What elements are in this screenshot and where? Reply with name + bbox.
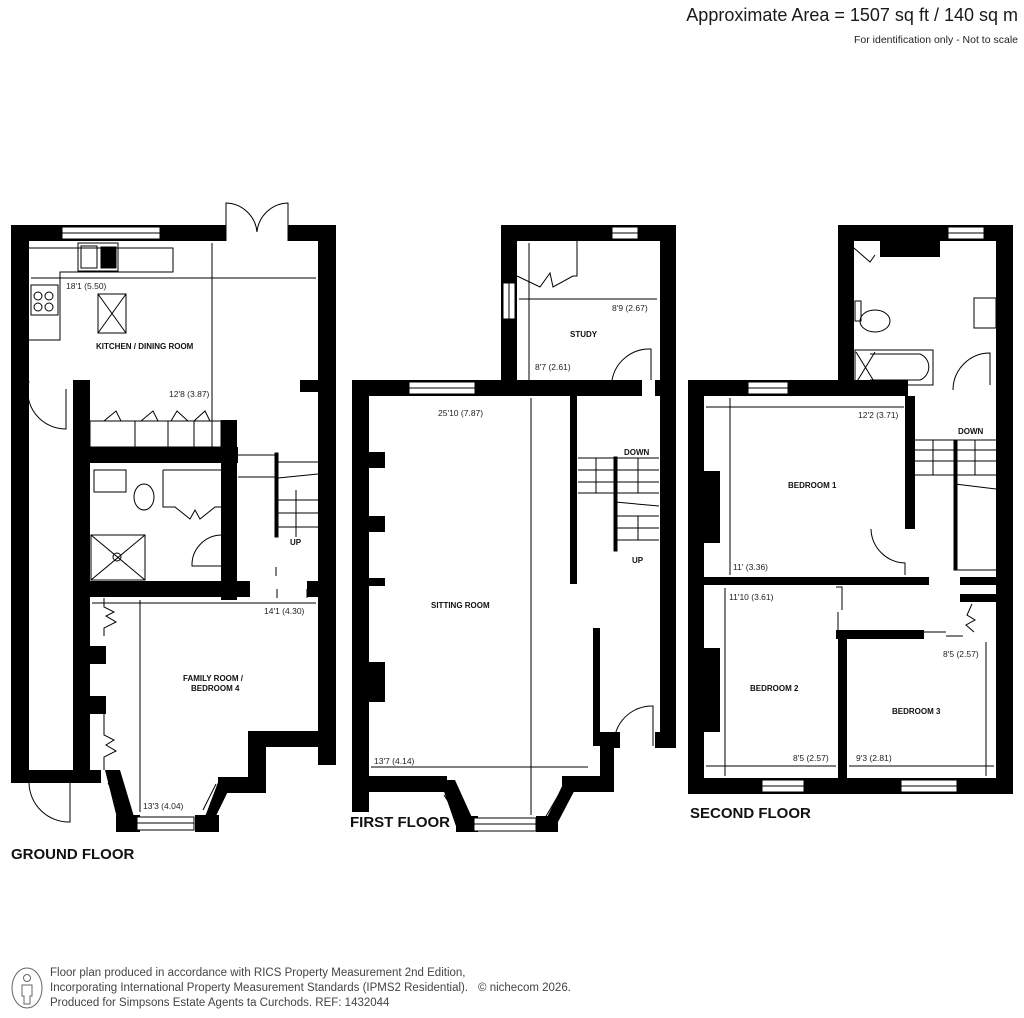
person-icon	[11, 967, 43, 1009]
stair-up-first: UP	[632, 556, 644, 565]
floor-title-first: FIRST FLOOR	[350, 814, 450, 831]
dim-bedroom2-depth: 11'10 (3.61)	[729, 592, 774, 602]
stair-down-second: DOWN	[958, 427, 984, 436]
dim-bedroom3-depth: 8'5 (2.57)	[943, 649, 979, 659]
floor-title-ground: GROUND FLOOR	[11, 846, 135, 863]
footer-text: Floor plan produced in accordance with R…	[50, 966, 571, 1011]
dim-family-width: 14'1 (4.30)	[264, 606, 305, 616]
footer-line-2-text: Incorporating International Property Mea…	[50, 982, 469, 994]
room-bedroom-1: BEDROOM 1	[788, 481, 837, 490]
dim-study-width: 8'9 (2.67)	[612, 303, 648, 313]
dim-bedroom1-depth: 11' (3.36)	[733, 562, 769, 572]
room-sitting-room: SITTING ROOM	[431, 601, 490, 610]
room-kitchen-dining: KITCHEN / DINING ROOM	[96, 342, 194, 351]
scale-note: For identification only - Not to scale	[854, 34, 1018, 46]
copyright: © nichecom 2026.	[478, 982, 571, 994]
dim-kitchen-depth: 12'8 (3.87)	[169, 389, 210, 399]
dim-sitting-length: 25'10 (7.87)	[438, 408, 484, 418]
footer-line-3: Produced for Simpsons Estate Agents ta C…	[50, 997, 390, 1009]
dim-sitting-width: 13'7 (4.14)	[374, 756, 415, 766]
approximate-area: Approximate Area = 1507 sq ft / 140 sq m	[686, 5, 1018, 25]
dim-kitchen-width: 18'1 (5.50)	[66, 281, 107, 291]
header: Approximate Area = 1507 sq ft / 140 sq m…	[686, 4, 1018, 46]
room-family-room-line1: FAMILY ROOM /	[183, 674, 244, 683]
footer-line-2: Incorporating International Property Mea…	[50, 981, 571, 996]
room-bedroom-2: BEDROOM 2	[750, 684, 799, 693]
dim-study-depth: 8'7 (2.61)	[535, 362, 571, 372]
ground-floor-plan	[11, 225, 336, 832]
dim-family-depth: 13'3 (4.04)	[143, 801, 184, 811]
dim-bedroom1-width: 12'2 (3.71)	[858, 410, 899, 420]
stair-down-first: DOWN	[624, 448, 650, 457]
room-study: STUDY	[570, 330, 598, 339]
dim-bedroom2-width: 8'5 (2.57)	[793, 753, 829, 763]
stair-up-ground: UP	[290, 538, 302, 547]
footer-line-1: Floor plan produced in accordance with R…	[50, 967, 466, 979]
room-family-room-line2: BEDROOM 4	[191, 684, 240, 693]
floor-title-second: SECOND FLOOR	[690, 805, 811, 822]
dim-bedroom3-width: 9'3 (2.81)	[856, 753, 892, 763]
footer: Floor plan produced in accordance with R…	[10, 966, 571, 1011]
room-bedroom-3: BEDROOM 3	[892, 707, 941, 716]
